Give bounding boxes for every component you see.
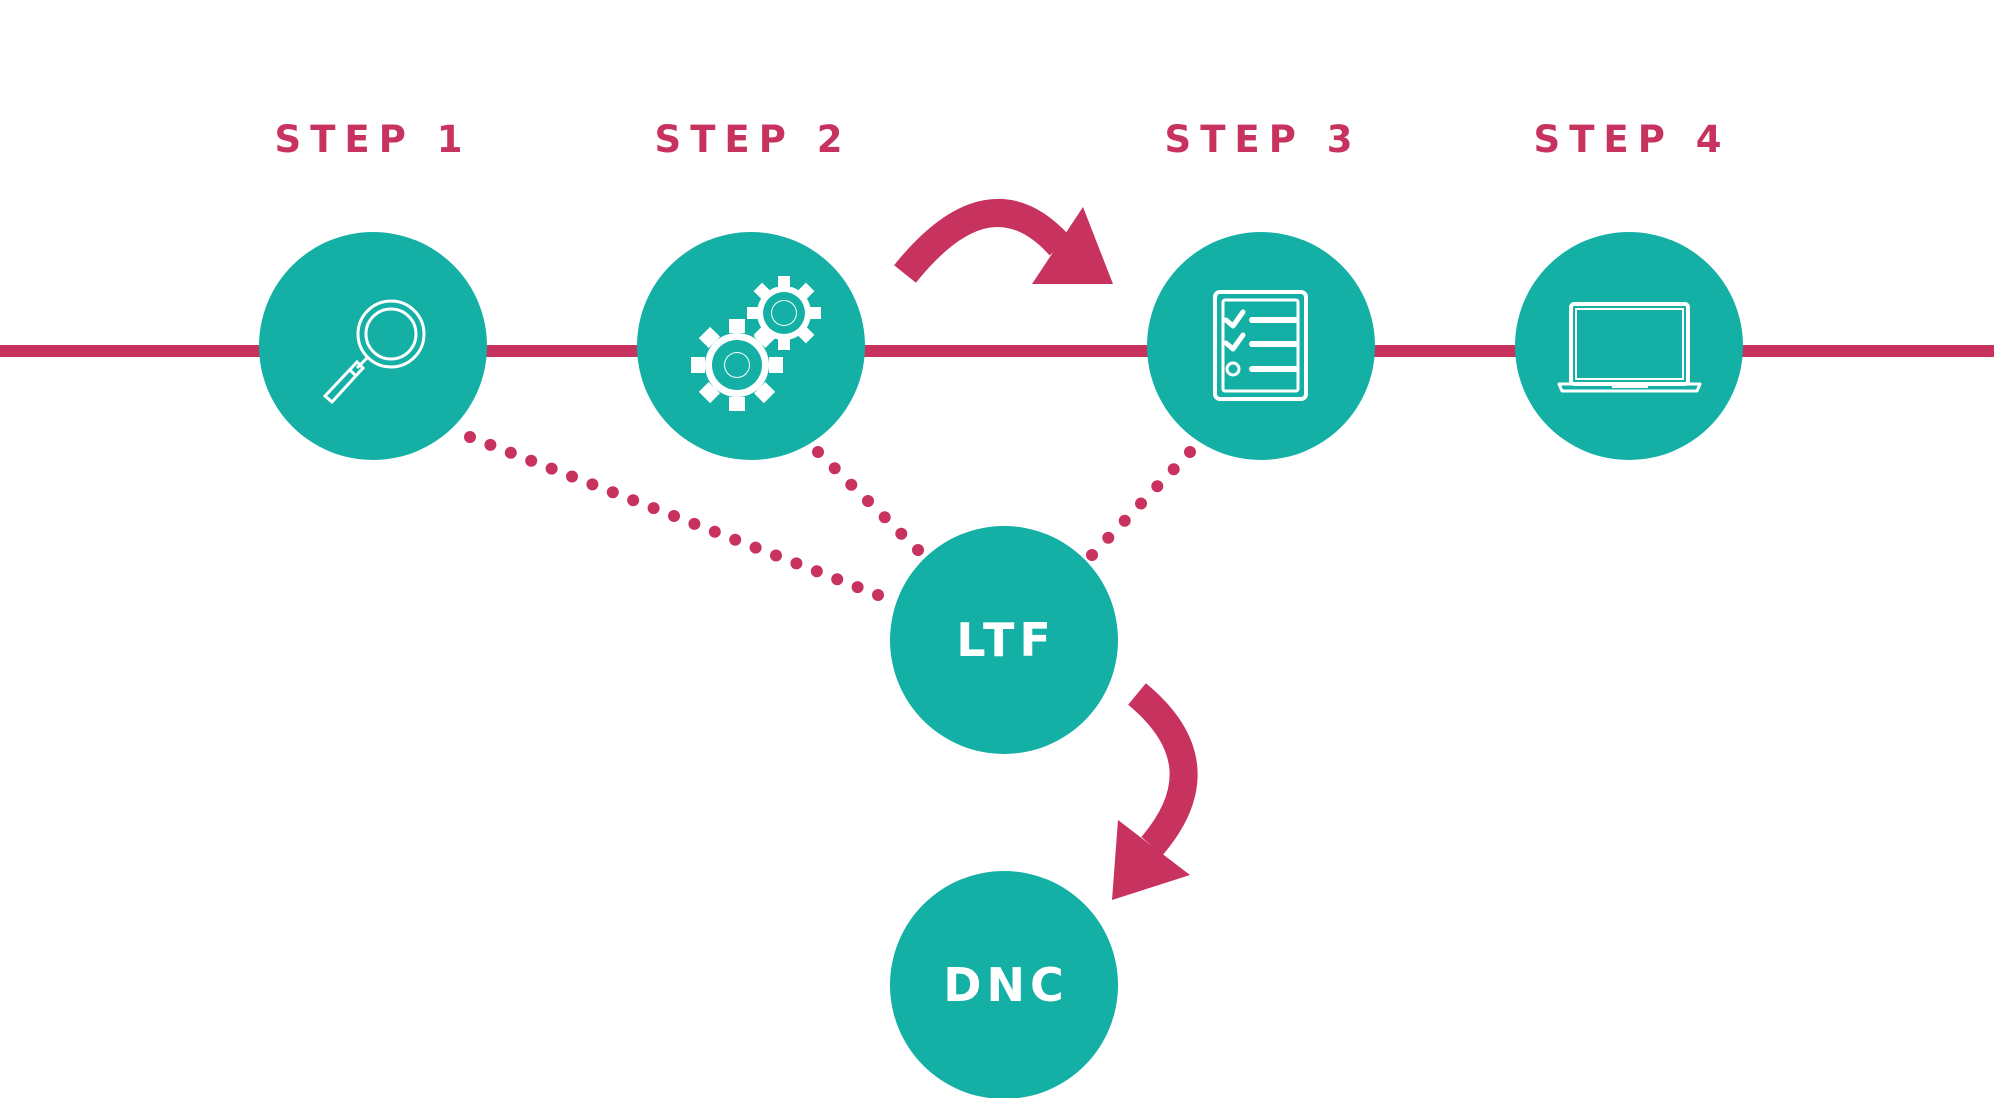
connector-dot	[504, 446, 517, 459]
curved-arrow-step2-to-step3	[894, 199, 1113, 284]
ltf-node	[890, 526, 1118, 754]
connector-dot	[812, 446, 824, 458]
connector-dot	[647, 502, 660, 515]
dnc-label: DNC	[943, 958, 1068, 1012]
connector-dot	[831, 573, 844, 586]
connector-dot	[749, 541, 762, 554]
connector-dot	[688, 517, 701, 530]
step-3-label: STEP 3	[1165, 118, 1362, 161]
connector-dot	[1135, 497, 1147, 510]
connector-dot	[862, 495, 874, 507]
connector-dot	[627, 494, 640, 507]
dotted-connector-step1-ltf	[464, 431, 884, 601]
step-1-label: STEP 1	[275, 118, 472, 161]
connector-dot	[1086, 549, 1098, 561]
laptop-icon	[1557, 302, 1702, 393]
dnc-node	[890, 871, 1118, 1098]
connector-dot	[464, 431, 476, 443]
connector-dot	[525, 454, 538, 467]
connector-dot	[586, 478, 599, 491]
curved-arrow-ltf-to-dnc	[1112, 683, 1198, 900]
connector-dot	[1151, 480, 1164, 493]
connector-dot	[895, 527, 908, 540]
connector-dot	[872, 589, 884, 601]
step-2-label: STEP 2	[655, 118, 852, 161]
connector-dot	[1102, 531, 1115, 544]
connector-dot	[845, 478, 858, 491]
connector-dot	[790, 557, 803, 570]
connector-dot	[828, 462, 841, 475]
connector-dot	[566, 470, 578, 483]
checklist-icon	[1213, 290, 1308, 401]
timeline-line	[0, 345, 1994, 357]
connector-dot	[912, 544, 924, 556]
step-4-label: STEP 4	[1534, 118, 1731, 161]
connector-dot	[810, 565, 823, 578]
gears-icon	[691, 276, 821, 411]
connector-dot	[1167, 463, 1180, 476]
dotted-connector-step3-ltf	[1086, 446, 1196, 561]
dotted-connector-step2-ltf	[812, 446, 924, 556]
magnifier-icon	[322, 299, 426, 405]
step-1-node	[259, 232, 487, 460]
connector-dot	[878, 511, 891, 524]
connector-dot	[484, 438, 497, 451]
connector-dot	[851, 581, 864, 594]
connector-dot	[545, 462, 558, 475]
step-4-node	[1515, 232, 1743, 460]
connector-dot	[770, 549, 782, 562]
connector-dot	[708, 525, 721, 538]
connector-dot	[606, 486, 619, 499]
connector-dot	[729, 533, 742, 546]
ltf-label: LTF	[956, 613, 1056, 667]
connector-dot	[668, 510, 680, 522]
connector-dot	[1118, 514, 1131, 527]
connector-dot	[1184, 446, 1196, 458]
